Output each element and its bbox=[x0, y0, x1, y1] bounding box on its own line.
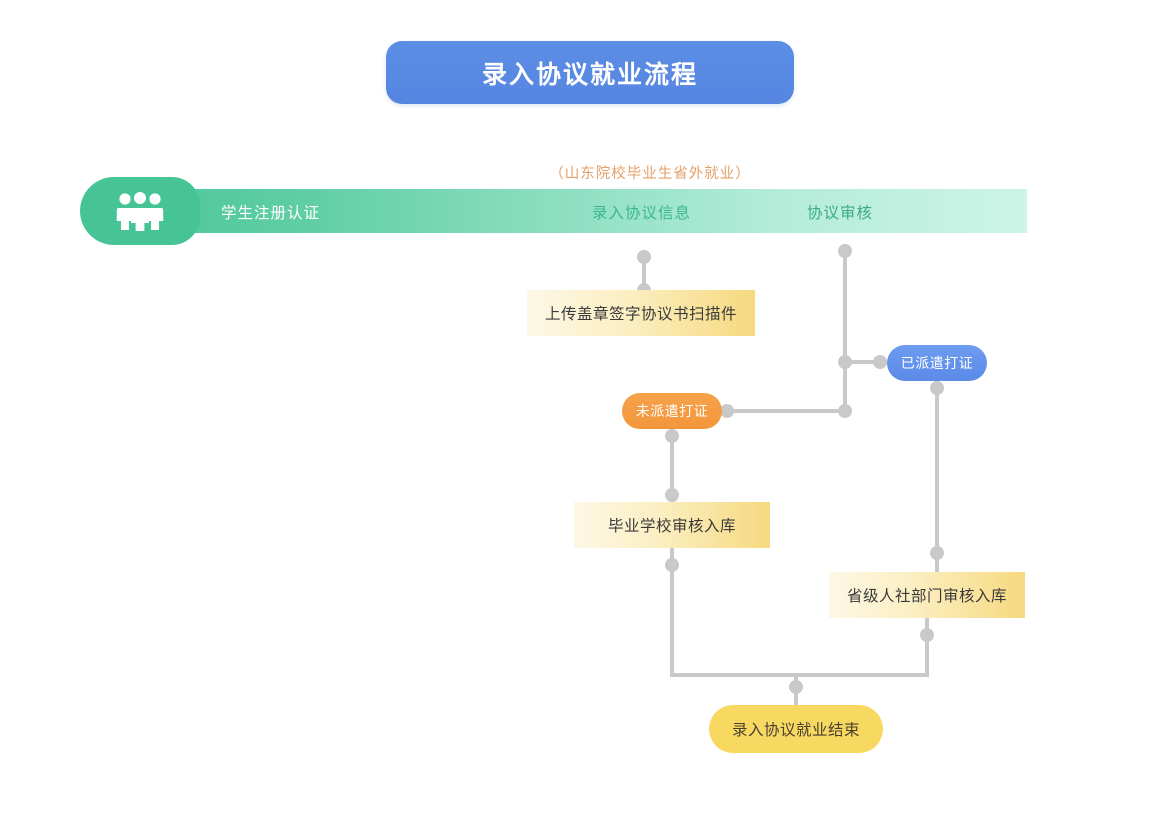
dot-notdispatched-bottom bbox=[665, 429, 679, 443]
dot-dispatched-left bbox=[873, 355, 887, 369]
node-school-review: 毕业学校审核入库 bbox=[574, 502, 770, 548]
dot-trunk-bottom bbox=[838, 404, 852, 418]
dot-province-top bbox=[930, 546, 944, 560]
stage-banner-badge bbox=[80, 177, 200, 245]
node-province-review: 省级人社部门审核入库 bbox=[829, 572, 1025, 618]
dot-notdispatched-right bbox=[720, 404, 734, 418]
dot-school-bottom bbox=[665, 558, 679, 572]
stage-label-1: 学生注册认证 bbox=[221, 205, 321, 222]
node-not-dispatched: 未派遣打证 bbox=[622, 393, 722, 429]
dot-school-top bbox=[665, 488, 679, 502]
dot-branch-dispatched bbox=[838, 355, 852, 369]
node-flow-end: 录入协议就业结束 bbox=[709, 705, 883, 753]
three-people-icon bbox=[116, 192, 164, 231]
connector-endpoint-dots bbox=[637, 244, 944, 694]
page-subtitle: （山东院校毕业生省外就业） bbox=[549, 166, 751, 182]
node-upload-agreement-scan: 上传盖章签字协议书扫描件 bbox=[527, 290, 755, 336]
page-title: 录入协议就业流程 bbox=[481, 60, 698, 89]
dot-province-bottom bbox=[920, 628, 934, 642]
dot-stage2-top bbox=[637, 250, 651, 264]
dot-stage3-top bbox=[838, 244, 852, 258]
dot-end-top bbox=[789, 680, 803, 694]
stage-label-2: 录入协议信息 bbox=[592, 205, 692, 222]
stage-banner bbox=[140, 189, 1027, 233]
dot-dispatched-bottom bbox=[930, 381, 944, 395]
page-title-pill: 录入协议就业流程 bbox=[386, 41, 794, 104]
node-dispatched: 已派遣打证 bbox=[887, 345, 987, 381]
stage-label-3: 协议审核 bbox=[807, 205, 874, 222]
